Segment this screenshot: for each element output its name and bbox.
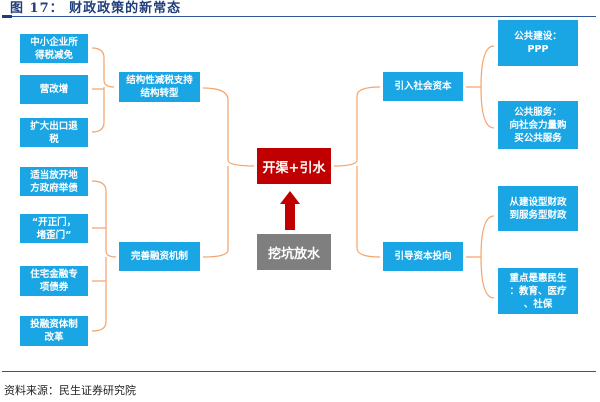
source-note: 资料来源：民生证券研究院 bbox=[4, 384, 136, 397]
leaf-investment-reform: 投融资体制 改革 bbox=[20, 316, 88, 346]
footer-rule bbox=[2, 371, 596, 372]
leaf-export-rebate: 扩大出口退 税 bbox=[20, 118, 88, 147]
brace-center-right bbox=[333, 86, 381, 258]
center-node-channel-water: 开渠+引水 bbox=[257, 148, 331, 184]
leaf-local-debt: 适当放开地 方政府举债 bbox=[20, 167, 88, 196]
brace-right-2 bbox=[466, 215, 495, 299]
title-rule bbox=[2, 15, 596, 18]
leaf-service-fiscal: 从建设型财政 到服务型财政 bbox=[498, 186, 578, 231]
leaf-livelihood: 重点是惠民生 ：教育、医疗 、社保 bbox=[498, 268, 578, 314]
brace-right-1 bbox=[466, 45, 495, 129]
figure-title: 图 17： 财政政策的新常态 bbox=[10, 1, 182, 16]
leaf-sme-tax-relief: 中小企业所 得税减免 bbox=[20, 34, 88, 63]
up-arrow-icon bbox=[280, 191, 300, 230]
leaf-housing-bonds: 住宅金融专 项债券 bbox=[20, 266, 88, 296]
node-financing-mechanism: 完善融资机制 bbox=[119, 242, 200, 271]
node-guide-capital: 引导资本投向 bbox=[383, 242, 463, 271]
leaf-vat-reform: 营改增 bbox=[20, 75, 88, 104]
leaf-public-services: 公共服务： 向社会力量购 买公共服务 bbox=[498, 101, 578, 149]
brace-left-2 bbox=[91, 180, 117, 332]
leaf-ppp: 公共建设： PPP bbox=[498, 20, 578, 66]
brace-center-left bbox=[202, 87, 255, 258]
node-social-capital: 引入社会资本 bbox=[383, 72, 463, 101]
node-structural-tax-cut: 结构性减税支持 结构转型 bbox=[119, 72, 200, 102]
leaf-open-front-door: “开正门， 堵歪门” bbox=[20, 214, 88, 243]
base-node-dig-release: 挖坑放水 bbox=[257, 234, 331, 270]
brace-left-1 bbox=[91, 47, 115, 133]
